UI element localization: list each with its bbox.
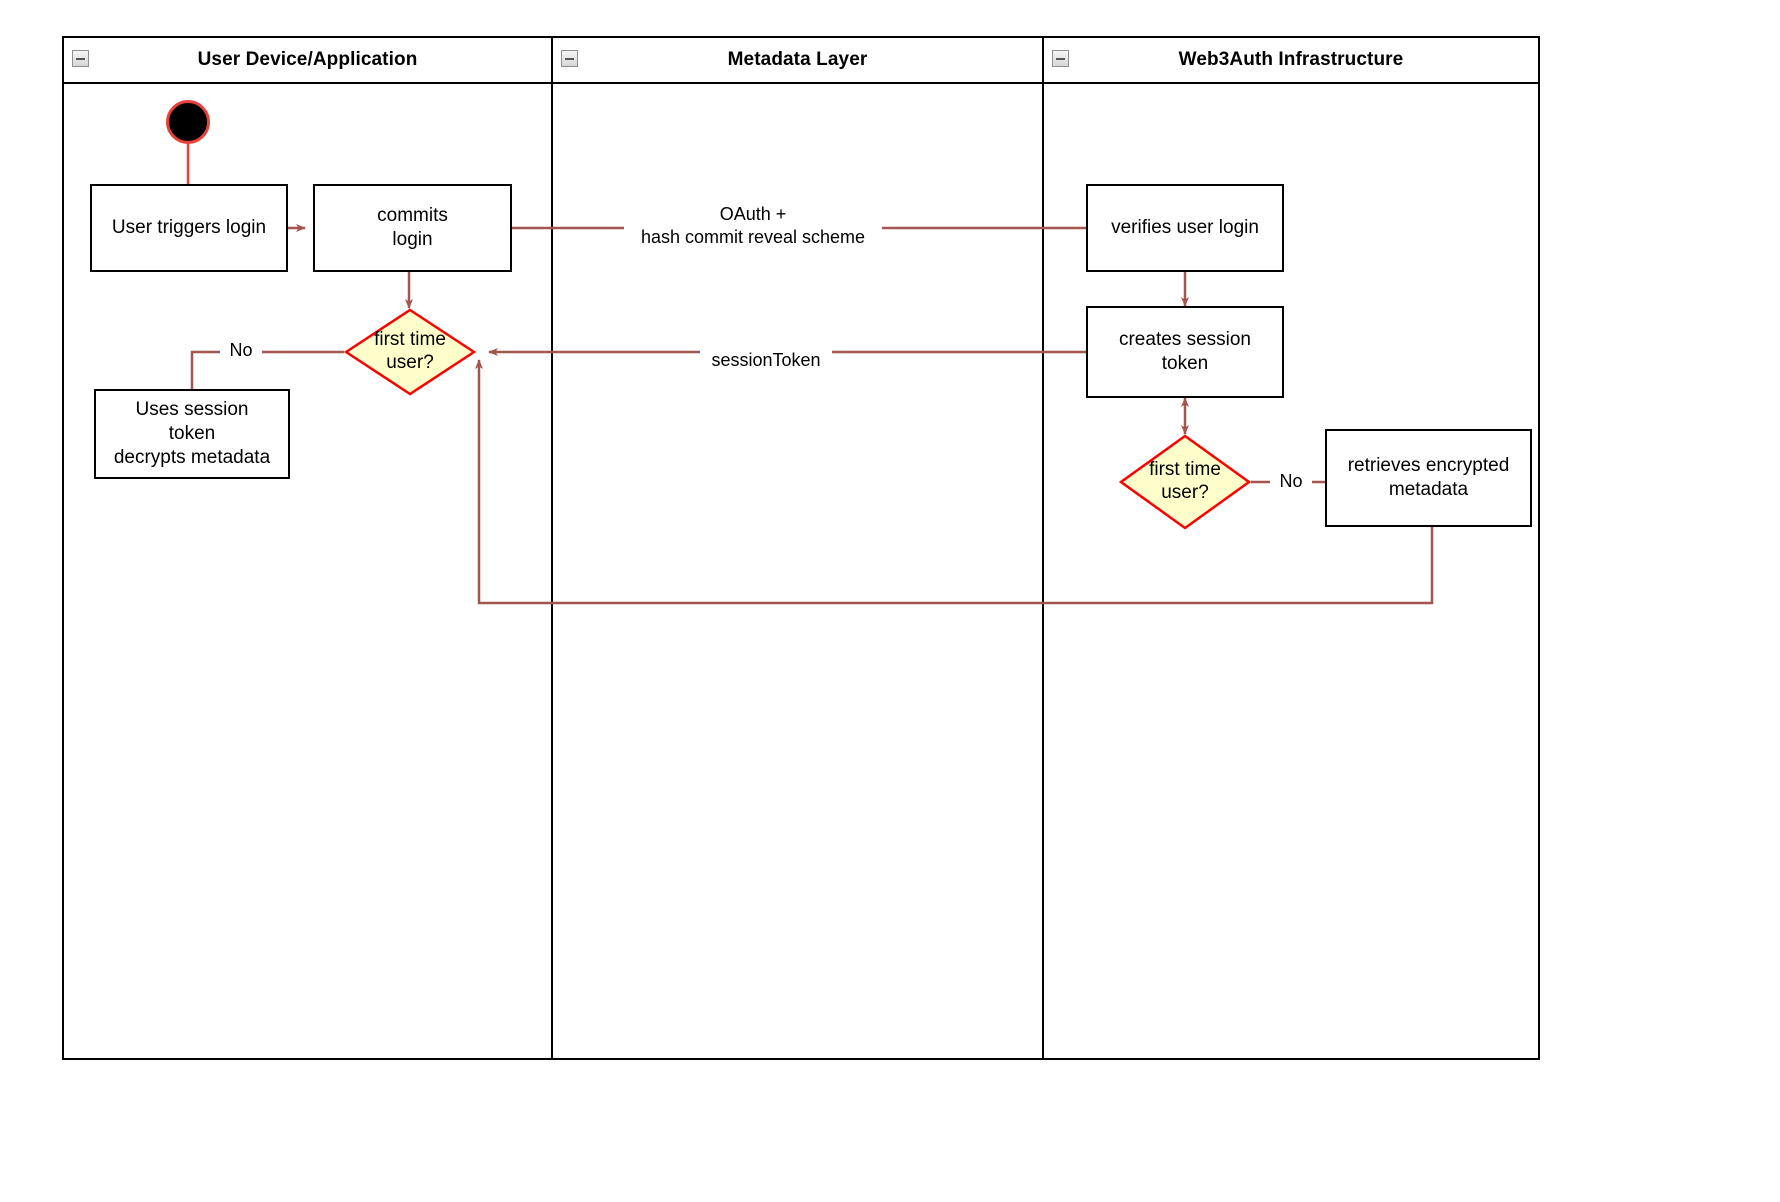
activity-uses-session-token[interactable]: Uses session token decrypts metadata	[94, 389, 290, 479]
edge-label-no-left: No	[220, 339, 262, 362]
activity-retrieves-encrypted-metadata[interactable]: retrieves encrypted metadata	[1325, 429, 1532, 527]
lane-title-user-device: User Device/Application	[197, 49, 418, 70]
decision-first-time-user-left[interactable]: first time user?	[344, 308, 476, 396]
activity-commits-login-line2: login	[392, 229, 433, 250]
start-node[interactable]	[166, 100, 210, 144]
edge-label-oauth-line1: OAuth +	[719, 204, 787, 224]
lane-title-web3auth: Web3Auth Infrastructure	[1178, 49, 1404, 70]
activity-verifies-user-login-label: verifies user login	[1111, 217, 1259, 239]
activity-uses-session-token-line1: Uses session	[135, 399, 249, 421]
activity-creates-session-token-line2: token	[1161, 353, 1209, 374]
activity-verifies-user-login[interactable]: verifies user login	[1086, 184, 1284, 272]
activity-retrieves-encrypted-metadata-line2: metadata	[1388, 479, 1469, 500]
lane-web3auth: Web3Auth Infrastructure	[1042, 38, 1538, 1058]
decision-diamond-shape	[1119, 434, 1251, 530]
activity-creates-session-token[interactable]: creates session token	[1086, 306, 1284, 398]
lane-metadata-layer: Metadata Layer	[551, 38, 1042, 1058]
activity-creates-session-token-line1: creates session	[1118, 329, 1251, 351]
decision-diamond-shape	[344, 308, 476, 396]
activity-user-triggers-login-label: User triggers login	[111, 217, 267, 239]
activity-uses-session-token-line3: decrypts metadata	[113, 446, 271, 468]
edge-label-no-right: No	[1270, 470, 1312, 493]
activity-uses-session-token-line2: token	[168, 423, 216, 445]
collapse-minus-icon[interactable]	[72, 50, 89, 67]
lane-header-web3auth: Web3Auth Infrastructure	[1044, 38, 1538, 84]
activity-user-triggers-login[interactable]: User triggers login	[90, 184, 288, 272]
collapse-minus-icon[interactable]	[1052, 50, 1069, 67]
edge-label-no-right-text: No	[1279, 471, 1303, 491]
decision-first-time-user-right[interactable]: first time user?	[1119, 434, 1251, 530]
edge-label-no-left-text: No	[229, 340, 253, 360]
collapse-minus-icon[interactable]	[561, 50, 578, 67]
lane-title-metadata-layer: Metadata Layer	[727, 49, 868, 70]
activity-commits-login-line1: commits	[377, 205, 448, 227]
activity-retrieves-encrypted-metadata-line1: retrieves encrypted	[1347, 455, 1510, 477]
lane-user-device: User Device/Application	[64, 38, 551, 1058]
lane-header-user-device: User Device/Application	[64, 38, 551, 84]
activity-commits-login[interactable]: commits login	[313, 184, 512, 272]
lane-header-metadata-layer: Metadata Layer	[553, 38, 1042, 84]
edge-label-oauth: OAuth + hash commit reveal scheme	[624, 203, 882, 248]
edge-label-oauth-line2: hash commit reveal scheme	[640, 226, 866, 247]
edge-label-session-token: sessionToken	[700, 349, 832, 372]
edge-label-session-token-text: sessionToken	[711, 350, 821, 370]
